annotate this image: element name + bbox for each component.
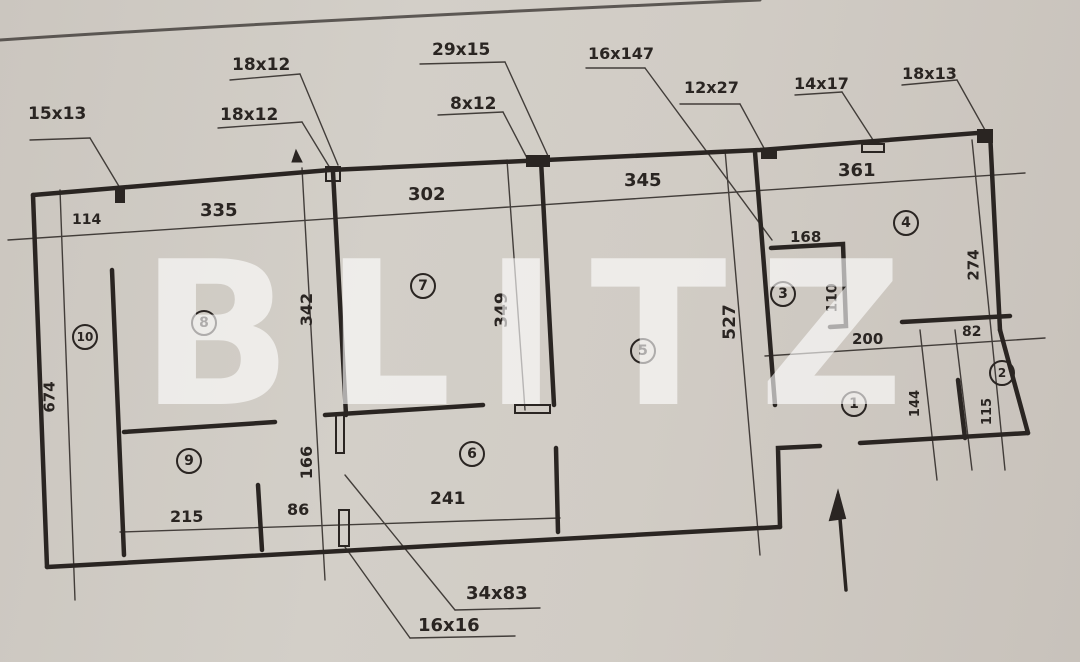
callout-29x15: 29x15 bbox=[432, 40, 491, 60]
room-2-marker: 2 bbox=[989, 360, 1015, 386]
dim-241: 241 bbox=[430, 489, 466, 509]
dim-335: 335 bbox=[200, 200, 238, 221]
callout-16x16: 16x16 bbox=[418, 615, 480, 636]
dim-302: 302 bbox=[408, 184, 446, 205]
dim-674: 674 bbox=[40, 381, 59, 413]
entrance-arrow-icon bbox=[828, 488, 848, 592]
callout-18x13: 18x13 bbox=[902, 64, 957, 83]
dim-361: 361 bbox=[838, 160, 876, 181]
callout-12x27: 12x27 bbox=[684, 78, 739, 97]
callout-8x12: 8x12 bbox=[450, 94, 497, 114]
room-6-marker: 6 bbox=[459, 441, 485, 467]
dim-215: 215 bbox=[170, 507, 204, 526]
room-3-marker: 3 bbox=[770, 281, 796, 307]
blitz-watermark: BLITZ bbox=[140, 219, 936, 452]
callout-18x12: 18x12 bbox=[220, 105, 279, 125]
dim-114: 114 bbox=[72, 212, 102, 228]
dim-200: 200 bbox=[852, 330, 884, 348]
callout-18x12-top: 18x12 bbox=[232, 55, 291, 75]
room-4-marker: 4 bbox=[893, 210, 919, 236]
dim-82: 82 bbox=[962, 324, 982, 340]
dim-86: 86 bbox=[287, 500, 310, 519]
room-8-marker: 8 bbox=[191, 310, 217, 336]
dim-345: 345 bbox=[624, 170, 662, 191]
room-9-marker: 9 bbox=[176, 448, 202, 474]
room-10-marker: 10 bbox=[72, 324, 98, 350]
dim-274: 274 bbox=[964, 249, 983, 281]
callout-15x13: 15x13 bbox=[28, 104, 87, 124]
dim-168: 168 bbox=[790, 228, 822, 246]
callout-14x17: 14x17 bbox=[794, 74, 849, 93]
dim-115: 115 bbox=[980, 397, 996, 426]
callout-16x147: 16x147 bbox=[588, 44, 654, 63]
room-1-marker: 1 bbox=[841, 391, 867, 417]
room-7-marker: 7 bbox=[410, 273, 436, 299]
callout-34x83: 34x83 bbox=[466, 583, 528, 604]
room-5-marker: 5 bbox=[630, 338, 656, 364]
